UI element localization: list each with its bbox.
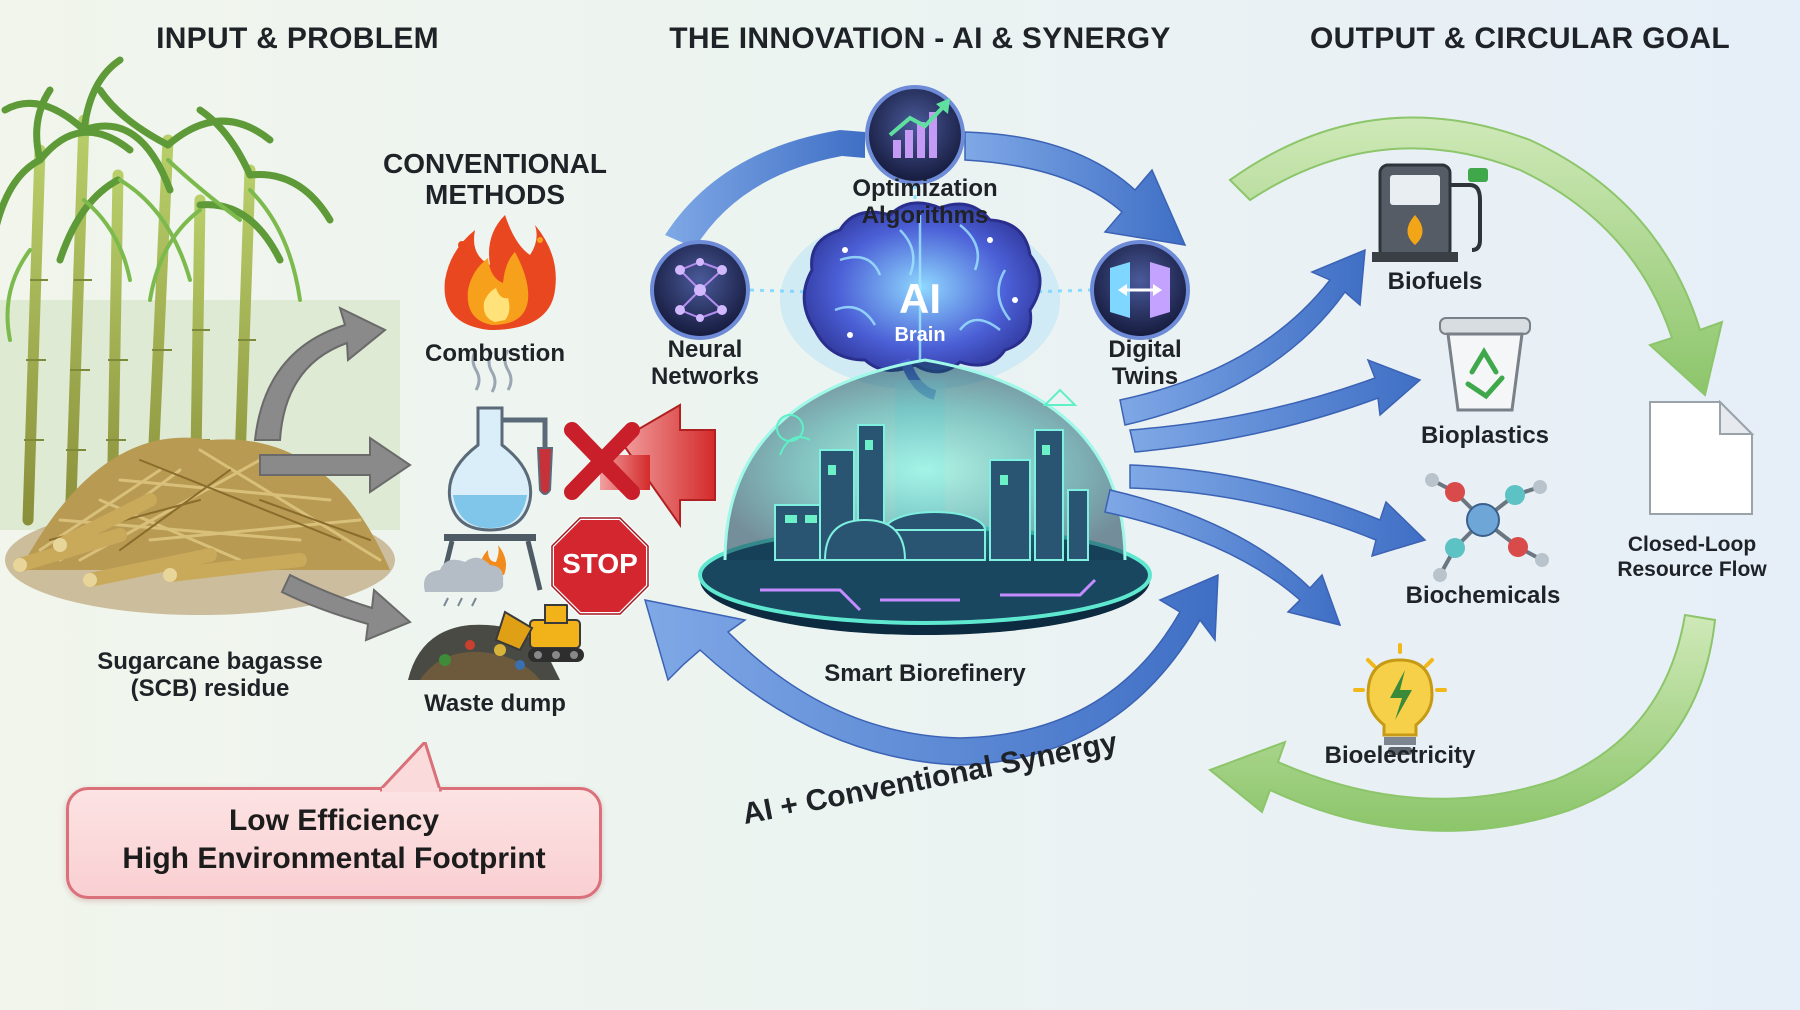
brain-ai-text: AI	[899, 275, 941, 322]
biofuels-label: Biofuels	[1387, 268, 1483, 295]
optimization-label-line2: Algorithms	[861, 202, 989, 229]
optimization-label-line1: Optimization	[852, 175, 998, 202]
bagasse-to-methods-arrows	[253, 306, 412, 642]
bioelectricity-label: Bioelectricity	[1324, 742, 1476, 769]
conventional-title-line2: METHODS	[425, 179, 565, 210]
digital-label-line2: Twins	[1111, 363, 1179, 390]
neural-networks-label: Neural Networks	[610, 336, 800, 390]
ai-brain-illustration	[780, 201, 1060, 400]
bagasse-label-line1: Sugarcane bagasse	[97, 648, 323, 675]
red-block-arrow	[600, 403, 716, 529]
stop-sign-text: STOP	[562, 548, 638, 579]
digital-label-line1: Digital	[1108, 336, 1182, 363]
optimization-chart-icon	[865, 85, 965, 185]
neural-label-line1: Neural	[667, 336, 743, 363]
callout-line1: Low Efficiency	[228, 804, 440, 837]
header-input-problem: INPUT & PROBLEM	[156, 22, 439, 55]
biochemicals-label: Biochemicals	[1405, 582, 1561, 609]
fuel-pump-icon	[1372, 163, 1488, 262]
closed-loop-label: Closed-Loop Resource Flow	[1592, 532, 1792, 582]
callout-line2: High Environmental Footprint	[122, 842, 546, 875]
molecule-icon	[1425, 473, 1549, 582]
bottom-cycle-arrow	[643, 573, 1219, 766]
smart-biorefinery-label: Smart Biorefinery	[824, 660, 1026, 687]
green-circular-loop-arrow	[1208, 116, 1724, 832]
light-bulb-icon	[1353, 643, 1447, 755]
conventional-methods-title: CONVENTIONAL METHODS	[345, 148, 645, 210]
smart-biorefinery-illustration	[698, 358, 1152, 635]
waste-dump-label: Waste dump	[424, 690, 566, 717]
digital-twin-icon	[1090, 240, 1190, 340]
combustion-label: Combustion	[425, 340, 565, 367]
digital-twins-label: Digital Twins	[1050, 336, 1240, 390]
problem-callout: Low Efficiency High Environmental Footpr…	[66, 787, 602, 899]
optimization-label: Optimization Algorithms	[800, 175, 1050, 229]
bagasse-label-line2: (SCB) residue	[130, 675, 290, 702]
header-innovation: THE INNOVATION - AI & SYNERGY	[669, 22, 1171, 55]
brain-small-text: Brain	[894, 324, 946, 346]
distillation-flask-icon	[437, 349, 554, 591]
header-output-goal: OUTPUT & CIRCULAR GOAL	[1310, 22, 1730, 55]
stop-sign-icon	[550, 516, 650, 616]
closed-loop-line1: Closed-Loop	[1627, 533, 1757, 556]
bioplastics-label: Bioplastics	[1420, 422, 1550, 449]
red-x-icon	[564, 422, 640, 500]
recycle-bin-icon	[1439, 317, 1531, 412]
top-cycle-arrow	[665, 130, 1187, 248]
callout-pointer	[380, 742, 443, 792]
waste-dump-icon	[408, 557, 584, 680]
flame-icon	[444, 215, 556, 330]
conventional-title-line1: CONVENTIONAL	[383, 148, 607, 179]
document-icon	[1649, 399, 1755, 515]
closed-loop-line2: Resource Flow	[1617, 558, 1767, 581]
bagasse-label: Sugarcane bagasse (SCB) residue	[60, 648, 360, 702]
output-arrows	[1104, 248, 1427, 627]
neural-network-icon	[650, 240, 750, 340]
neural-label-line2: Networks	[650, 363, 760, 390]
